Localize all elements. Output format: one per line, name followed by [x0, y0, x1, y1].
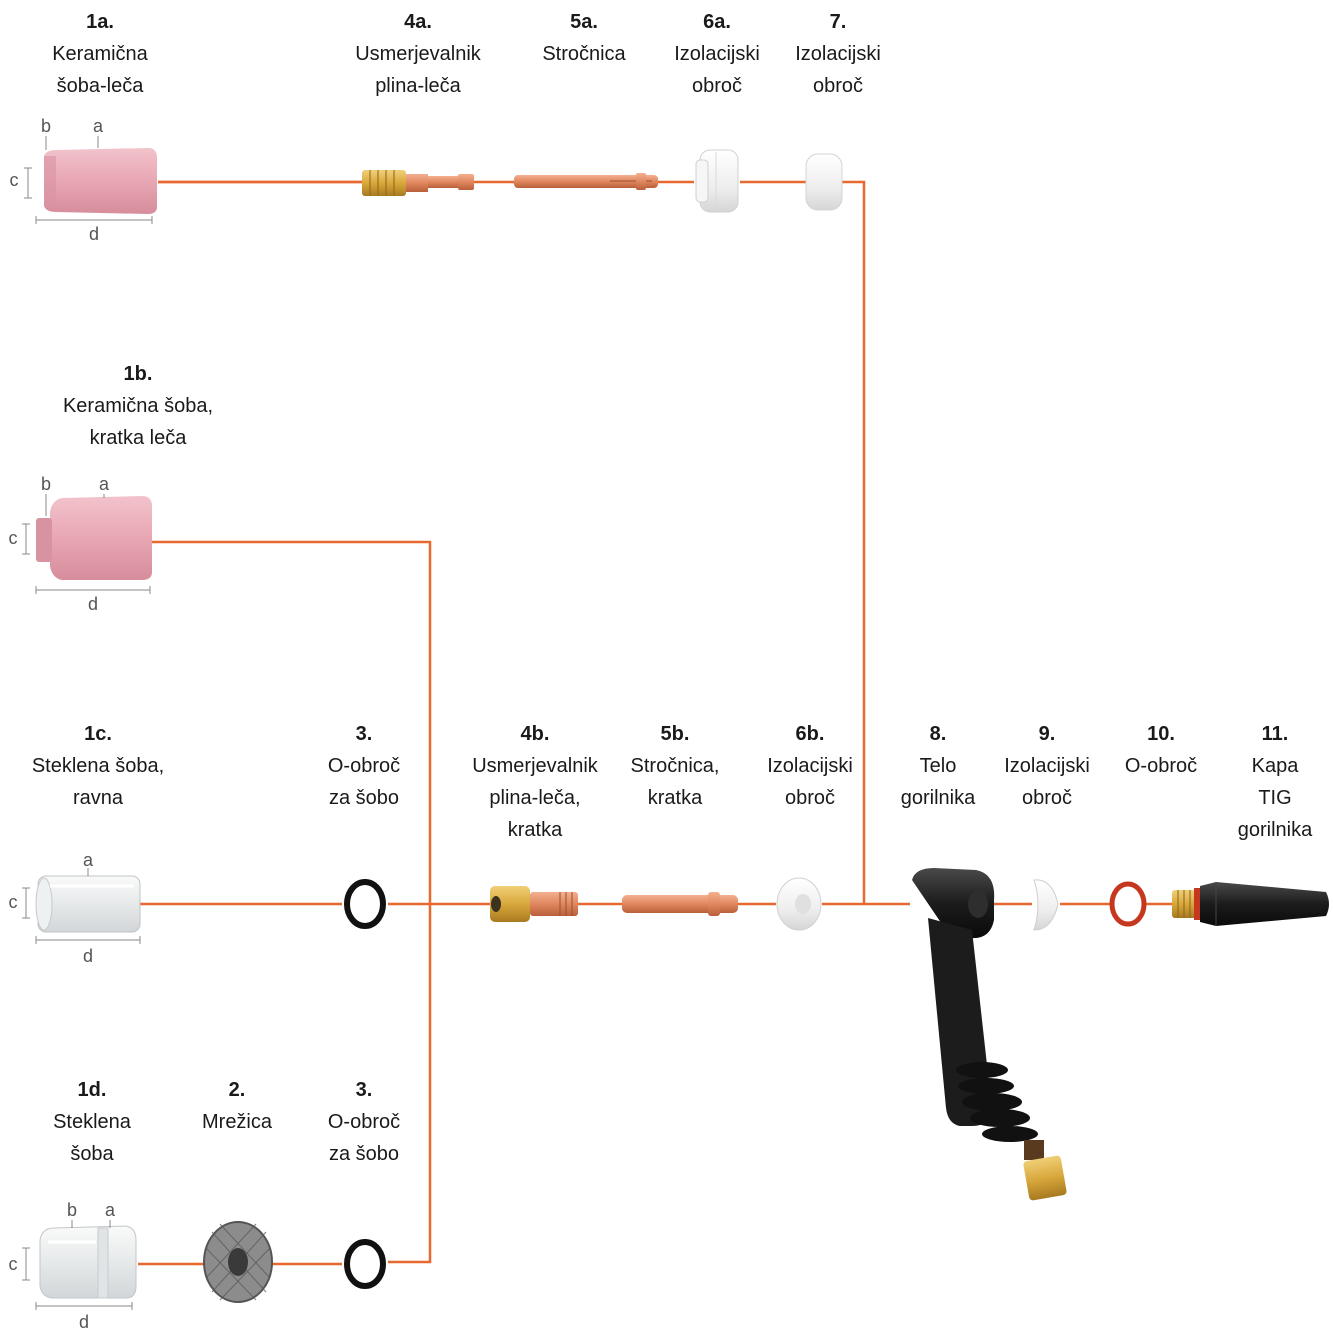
part-label-7: 7. Izolacijski obroč [795, 6, 881, 102]
dimension-b: b [40, 474, 52, 494]
part-name: Izolacijski obroč [795, 43, 881, 97]
part-label-1a: 1a. Keramična šoba-leča [52, 6, 148, 102]
connector-1b-to-branch [152, 540, 432, 1264]
part-number: 2. [228, 1079, 246, 1101]
part-label-8: 8. Telo gorilnika [901, 718, 975, 814]
part-number: 5b. [660, 723, 690, 745]
ceramic-nozzle-icon [36, 496, 152, 580]
part-name: Mrežica [201, 1111, 273, 1133]
dimension-d: d [82, 946, 94, 966]
part-label-3-bottom: 3. O-obroč za šobo [328, 1074, 400, 1170]
part-name: Steklena šoba, ravna [31, 755, 165, 809]
dimension-a: a [92, 116, 104, 136]
part-name: Usmerjevalnik plina-leča [355, 43, 481, 97]
part-number: 4a. [404, 11, 432, 33]
part-number: 3. [355, 723, 373, 745]
dimension-d: d [78, 1312, 90, 1332]
dimension-marks-1a [24, 136, 153, 224]
insulator-icon [695, 149, 739, 213]
part-name: Keramična šoba, kratka leča [62, 395, 214, 449]
part-name: Steklena šoba [53, 1111, 131, 1165]
part-name: Usmerjevalnik plina-leča, kratka [472, 755, 598, 841]
collet-icon [622, 892, 738, 916]
part-number: 1c. [84, 723, 112, 745]
dimension-d: d [87, 594, 99, 614]
part-number: 1b. [123, 363, 153, 385]
part-name: Kapa TIG gorilnika [1237, 755, 1313, 841]
insulator-icon [805, 153, 843, 211]
dimension-c: c [8, 892, 18, 912]
gas-lens-icon [362, 170, 474, 196]
part-number: 1d. [77, 1079, 107, 1101]
part-number: 1a. [86, 11, 114, 33]
part-name: Keramična šoba-leča [52, 43, 148, 97]
part-number: 5a. [570, 11, 598, 33]
part-name: Izolacijski obroč [674, 43, 760, 97]
o-ring-icon [1109, 881, 1147, 927]
insulator-icon [776, 877, 822, 931]
part-name: Izolacijski obroč [767, 755, 853, 809]
dimension-marks-1d [22, 1220, 133, 1310]
dimension-a: a [98, 474, 110, 494]
part-label-6a: 6a. Izolacijski obroč [674, 6, 760, 102]
part-number: 4b. [520, 723, 550, 745]
part-label-2: 2. Mrežica [202, 1074, 272, 1138]
dimension-a: a [104, 1200, 116, 1220]
part-name: O-obroč za šobo [327, 1111, 401, 1165]
o-ring-icon [344, 879, 386, 929]
part-number: 8. [929, 723, 947, 745]
part-label-11: 11. Kapa TIG gorilnika [1238, 718, 1312, 846]
dimension-c: c [8, 1254, 18, 1274]
part-label-1c: 1c. Steklena šoba, ravna [32, 718, 164, 814]
collet-icon [514, 173, 658, 190]
dimension-marks-1b [22, 494, 151, 594]
part-label-3: 3. O-obroč za šobo [328, 718, 400, 814]
part-name: Stročnica [542, 43, 626, 65]
part-number: 7. [829, 11, 847, 33]
part-number: 9. [1038, 723, 1056, 745]
part-label-4b: 4b. Usmerjevalnik plina-leča, kratka [472, 718, 598, 846]
o-ring-icon [344, 1239, 386, 1289]
part-label-5a: 5a. Stročnica [542, 6, 625, 70]
part-label-1b: 1b. Keramična šoba, kratka leča [63, 358, 213, 454]
dimension-d: d [88, 224, 100, 244]
part-number: 3. [355, 1079, 373, 1101]
part-label-9: 9. Izolacijski obroč [1004, 718, 1090, 814]
dimension-c: c [8, 528, 18, 548]
dimension-b: b [40, 116, 52, 136]
part-name: Stročnica, kratka [630, 755, 720, 809]
part-name: Telo gorilnika [900, 755, 976, 809]
dimension-c: c [9, 170, 19, 190]
torch-body-icon [912, 868, 1067, 1201]
ceramic-nozzle-icon [44, 148, 157, 214]
part-name: Izolacijski obroč [1004, 755, 1090, 809]
back-cap-icon [1172, 882, 1329, 926]
connector-7-to-main [842, 180, 866, 904]
part-name: O-obroč [1124, 755, 1198, 777]
insulator-icon [1033, 879, 1059, 931]
dimension-b: b [66, 1200, 78, 1220]
part-number: 10. [1147, 723, 1175, 745]
part-number: 6a. [703, 11, 731, 33]
part-name: O-obroč za šobo [327, 755, 401, 809]
dimension-marks-1c [22, 868, 141, 944]
part-label-4a: 4a. Usmerjevalnik plina-leča [355, 6, 481, 102]
part-label-10: 10. O-obroč [1125, 718, 1197, 782]
part-number: 11. [1261, 723, 1289, 745]
glass-nozzle-icon [39, 1225, 137, 1299]
glass-nozzle-icon [35, 875, 141, 933]
gas-lens-icon [490, 886, 578, 922]
mesh-screen-icon [203, 1221, 273, 1303]
dimension-a: a [82, 850, 94, 870]
part-label-5b: 5b. Stročnica, kratka [631, 718, 720, 814]
part-label-1d: 1d. Steklena šoba [53, 1074, 131, 1170]
part-label-6b: 6b. Izolacijski obroč [767, 718, 853, 814]
connector-lines [138, 180, 1172, 1266]
part-number: 6b. [795, 723, 825, 745]
